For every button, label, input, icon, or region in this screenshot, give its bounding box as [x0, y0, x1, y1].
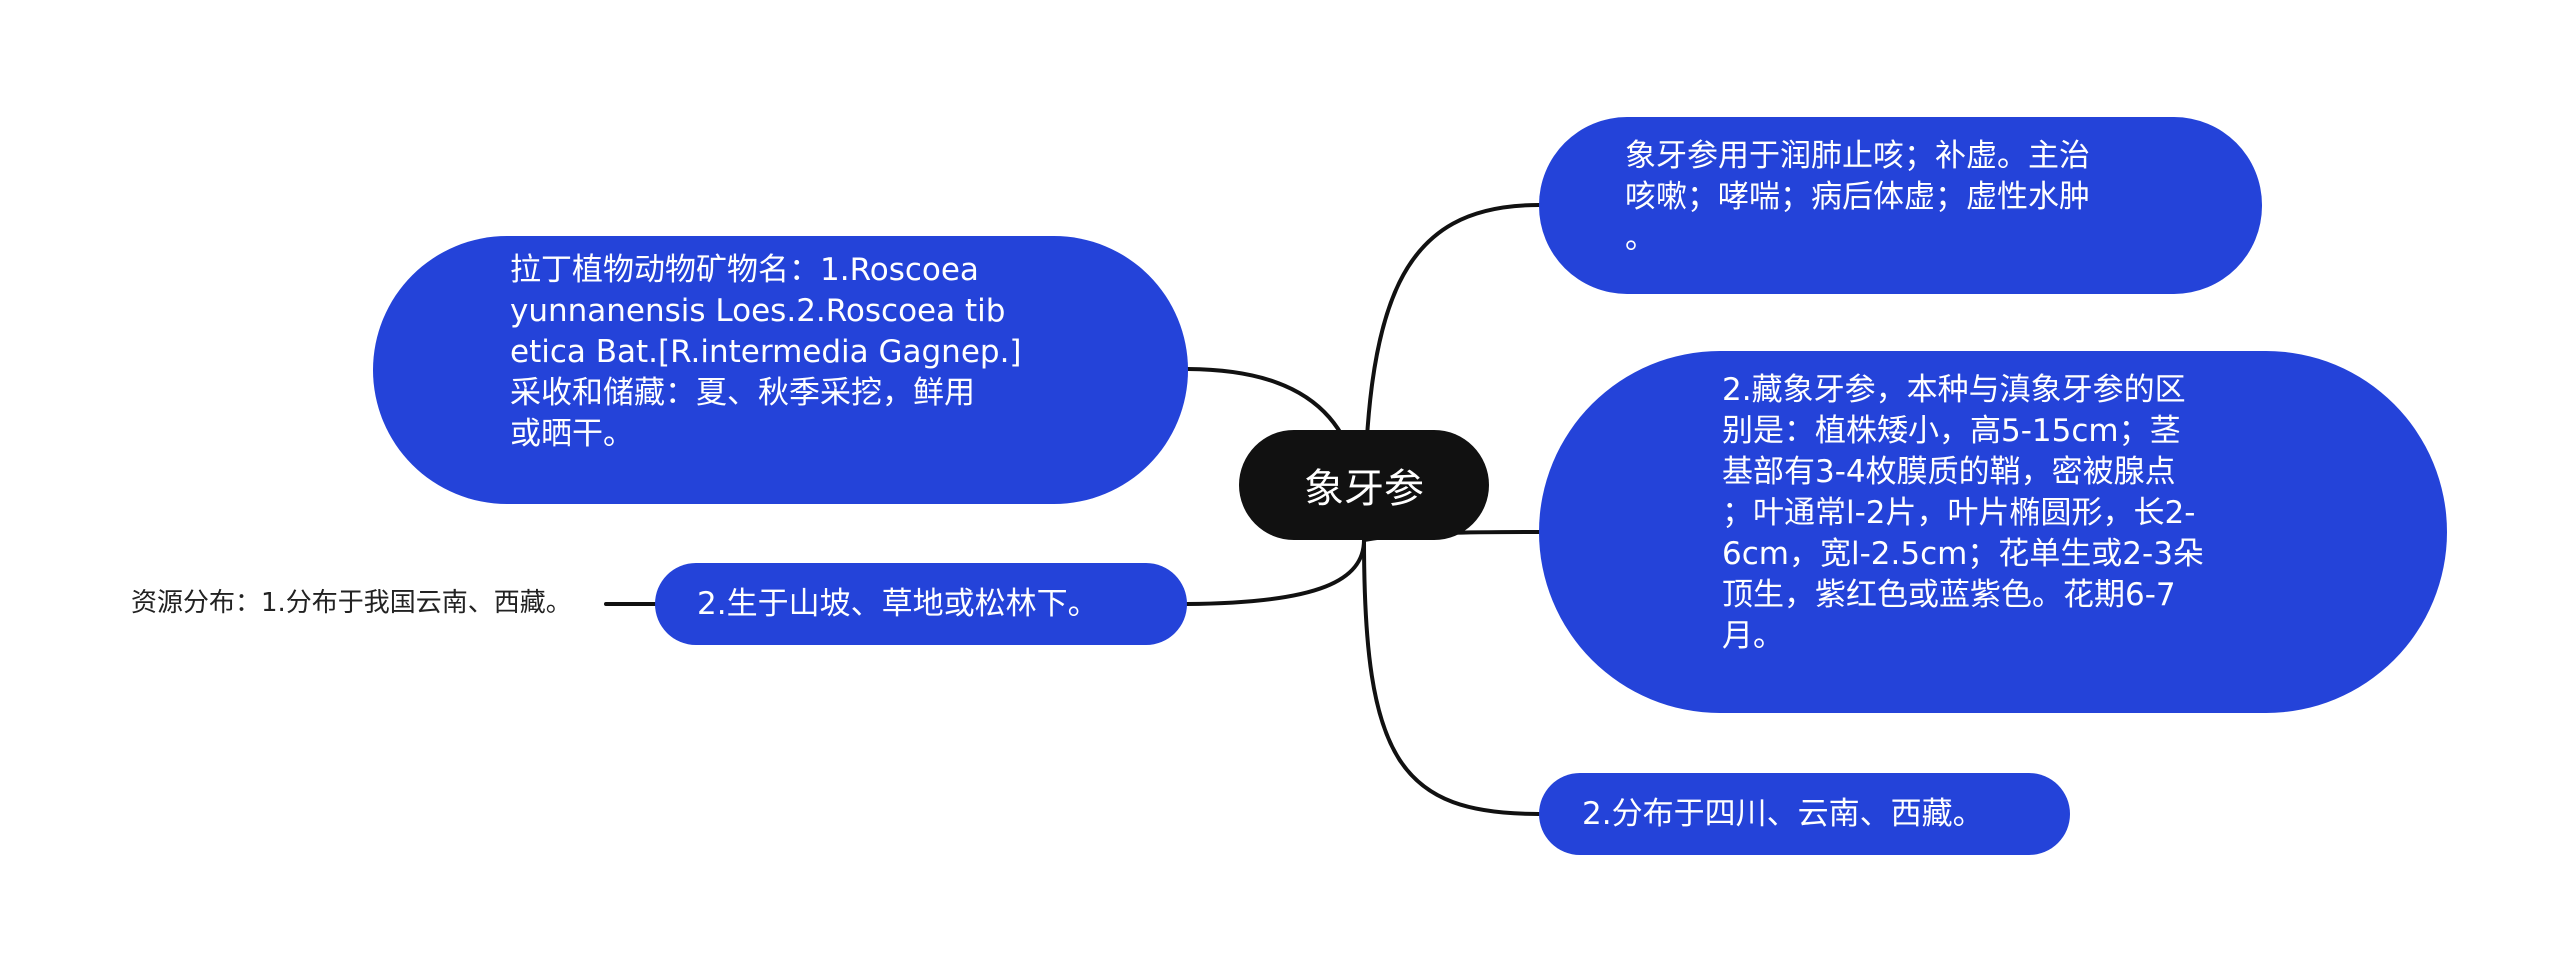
connector-root-distribution: [1362, 538, 1541, 816]
topic-habitat-label: 2.生于山坡、草地或松林下。: [697, 585, 1099, 622]
topic-habitat[interactable]: 2.生于山坡、草地或松林下。: [655, 563, 1187, 645]
topic-distribution[interactable]: 2.分布于四川、云南、西藏。: [1539, 773, 2070, 855]
topic-medicinal-use[interactable]: 象牙参用于润肺止咳；补虚。主治 咳嗽；哮喘；病后体虚；虚性水肿 。: [1539, 117, 2262, 294]
subtopic-resource-distribution[interactable]: 资源分布：1.分布于我国云南、西藏。: [131, 588, 572, 618]
topic-latin-name-harvest[interactable]: 拉丁植物动物矿物名：1.Roscoea yunnanensis Loes.2.R…: [373, 236, 1188, 504]
root-topic[interactable]: 象牙参: [1239, 430, 1489, 540]
topic-distribution-label: 2.分布于四川、云南、西藏。: [1582, 795, 1984, 832]
connector-root-habitat: [1185, 538, 1366, 606]
topic-tibetan-species[interactable]: 2.藏象牙参，本种与滇象牙参的区 别是：植株矮小，高5-15cm；茎 基部有3-…: [1539, 351, 2447, 713]
root-topic-label: 象牙参: [1304, 466, 1424, 512]
